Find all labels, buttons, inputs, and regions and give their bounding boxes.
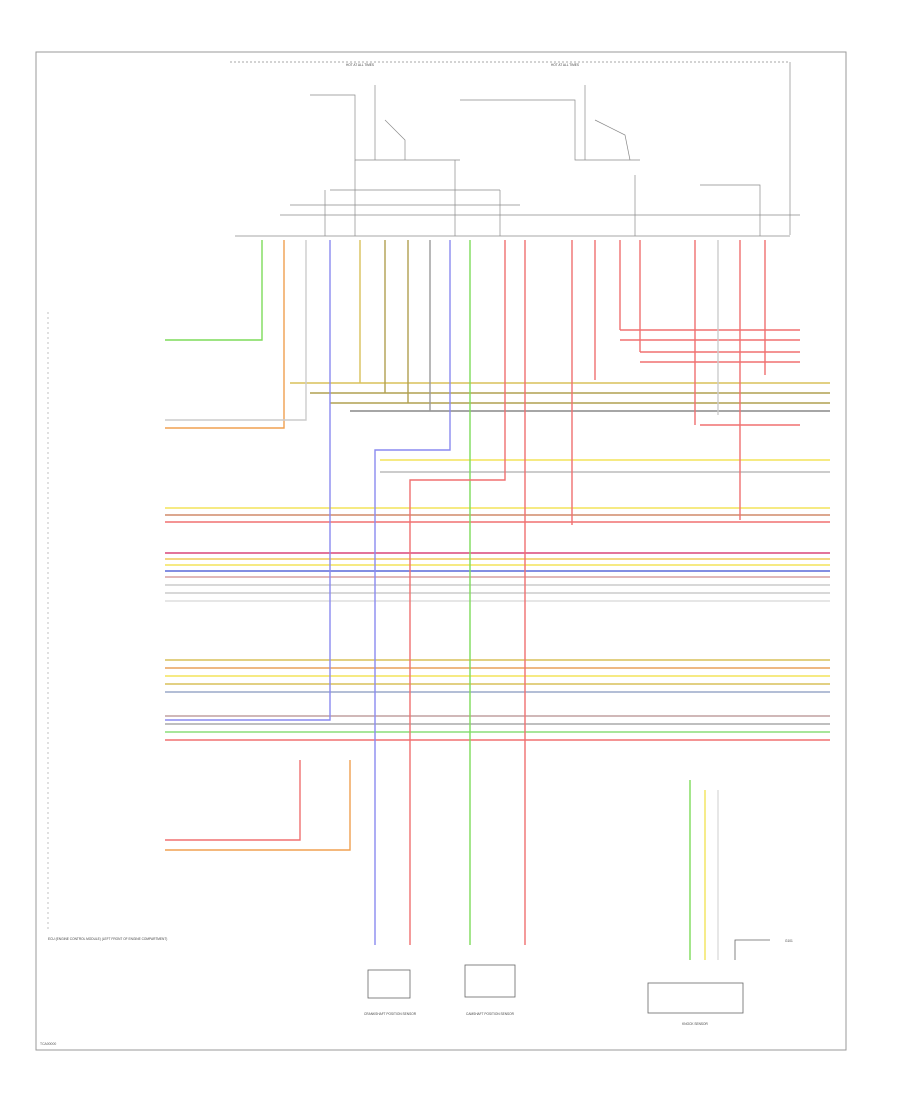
middle-sensor: CAMSHAFT POSITION SENSOR <box>464 964 516 1016</box>
ground-label: G101 <box>785 939 793 943</box>
ground-symbol: G101 <box>734 939 793 960</box>
hot-bus-label-right: HOT AT ALL TIMES <box>551 63 579 67</box>
vertical-feed-wires <box>165 240 766 960</box>
power-distribution-section: HOT AT ALL TIMES HOT AT ALL TIMES <box>230 61 800 237</box>
right-sensor-label: KNOCK SENSOR <box>682 1022 708 1026</box>
right-sensor: KNOCK SENSOR <box>647 982 744 1026</box>
footer-code: TCA00000 <box>40 1042 56 1046</box>
left-sensor: CRANKSHAFT POSITION SENSOR <box>364 969 417 1016</box>
middle-sensor-label: CAMSHAFT POSITION SENSOR <box>466 1012 515 1016</box>
ecu-module-label: ECU (ENGINE CONTROL MODULE) (LEFT FRONT … <box>48 937 167 941</box>
harness-wires <box>165 329 830 741</box>
left-sensor-label: CRANKSHAFT POSITION SENSOR <box>364 1012 417 1016</box>
diagram-frame <box>35 51 847 1051</box>
hot-bus-label-left: HOT AT ALL TIMES <box>346 63 374 67</box>
